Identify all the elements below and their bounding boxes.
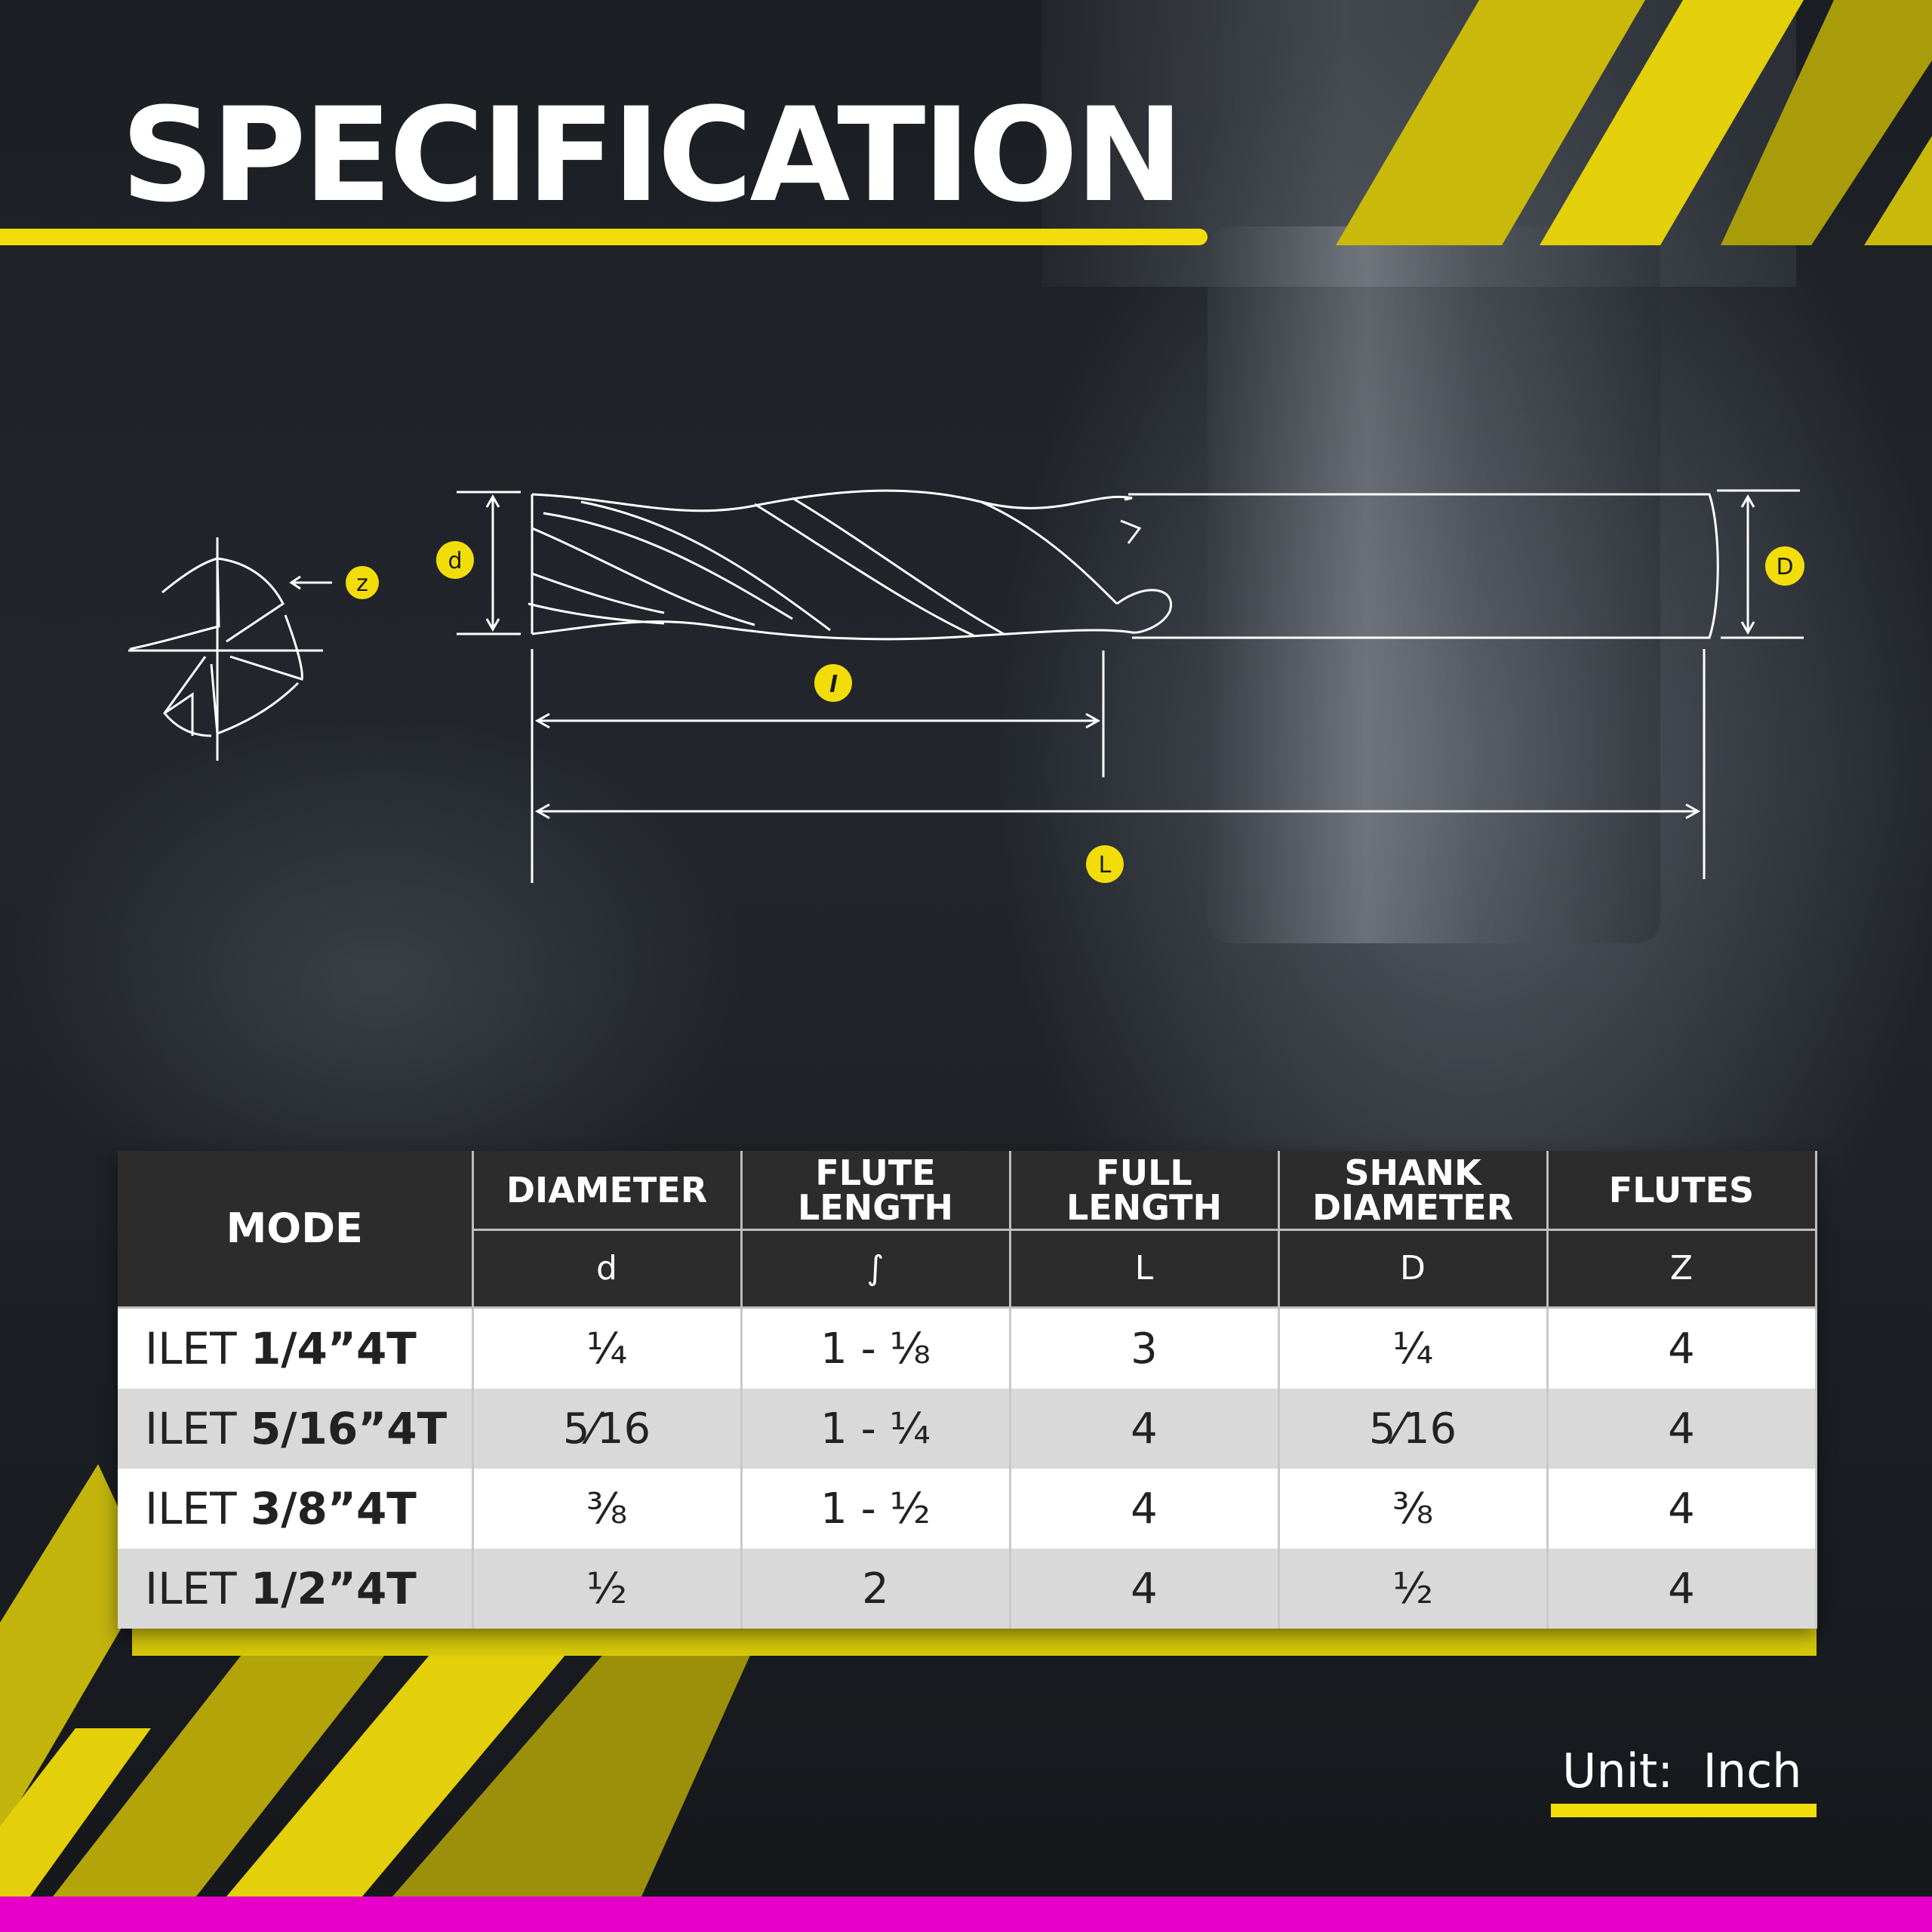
cell-flutes: 4 (1547, 1307, 1817, 1389)
header-full-length-line2: LENGTH (1066, 1186, 1223, 1228)
cell-diameter: 5⁄16 (472, 1389, 743, 1469)
mode-prefix: ILET (145, 1323, 251, 1374)
cell-full-length: 4 (1010, 1549, 1280, 1629)
header-shank-diameter: SHANK DIAMETER (1278, 1151, 1549, 1231)
cell-full-length: 4 (1010, 1469, 1280, 1549)
mode-size: 1/4”4T (250, 1323, 417, 1374)
badge-z: z (346, 566, 379, 599)
symbol-flute-length: ∫ (741, 1229, 1011, 1309)
title-underline (0, 229, 1208, 245)
mode-size: 5/16”4T (250, 1403, 448, 1454)
mode-prefix: ILET (145, 1563, 251, 1614)
badge-L-label: L (1099, 852, 1112, 878)
cell-mode: ILET 1/2”4T (118, 1549, 474, 1629)
unit-label: Unit: Inch (1562, 1743, 1802, 1798)
cell-flute-length: 1 - ¼ (741, 1389, 1011, 1469)
cell-diameter: ½ (472, 1549, 743, 1629)
cell-flutes: 4 (1547, 1389, 1817, 1469)
badge-d: d (436, 541, 474, 579)
machine-spindle (1208, 226, 1660, 943)
cell-mode: ILET 1/4”4T (118, 1307, 474, 1389)
mode-size: 1/2”4T (250, 1563, 417, 1614)
end-view-drawing (128, 537, 323, 761)
mode-prefix: ILET (145, 1403, 251, 1454)
header-shank-line1: SHANK (1344, 1152, 1481, 1193)
mode-prefix: ILET (145, 1483, 251, 1534)
cell-shank: 5⁄16 (1278, 1389, 1549, 1469)
badge-l: l (814, 664, 852, 702)
symbol-full-length: L (1010, 1229, 1280, 1309)
cell-diameter: ⅜ (472, 1469, 743, 1549)
table-row: ILET 1/2”4T ½ 2 4 ½ 4 (118, 1549, 1817, 1629)
badge-D: D (1765, 546, 1804, 586)
badge-z-label: z (356, 571, 368, 597)
spec-table: MODE DIAMETER FLUTE LENGTH FULL LENGTH S… (118, 1151, 1817, 1629)
cell-mode: ILET 5/16”4T (118, 1389, 474, 1469)
header-flute-length-line2: LENGTH (797, 1186, 954, 1228)
header-flute-length-line1: FLUTE (815, 1152, 936, 1193)
table-row: ILET 5/16”4T 5⁄16 1 - ¼ 4 5⁄16 4 (118, 1389, 1817, 1469)
header-shank-line2: DIAMETER (1312, 1186, 1514, 1228)
cell-flutes: 4 (1547, 1469, 1817, 1549)
header-diameter: DIAMETER (472, 1151, 743, 1231)
cell-shank: ½ (1278, 1549, 1549, 1629)
cell-full-length: 4 (1010, 1389, 1280, 1469)
bottom-magenta-band (0, 1897, 1932, 1932)
symbol-shank: D (1278, 1229, 1549, 1309)
unit-underline (1551, 1804, 1817, 1817)
badge-l-label: l (829, 672, 838, 698)
table-row: ILET 3/8”4T ⅜ 1 - ½ 4 ⅜ 4 (118, 1469, 1817, 1549)
cell-flute-length: 1 - ⅛ (741, 1307, 1011, 1389)
badge-L: L (1086, 845, 1124, 883)
cell-diameter: ¼ (472, 1307, 743, 1389)
cell-shank: ¼ (1278, 1307, 1549, 1389)
cell-flute-length: 1 - ½ (741, 1469, 1011, 1549)
header-flutes: FLUTES (1547, 1151, 1817, 1231)
cell-flute-length: 2 (741, 1549, 1011, 1629)
cell-flutes: 4 (1547, 1549, 1817, 1629)
header-full-length: FULL LENGTH (1010, 1151, 1280, 1231)
symbol-flutes: Z (1547, 1229, 1817, 1309)
page-title: SPECIFICATION (121, 79, 1184, 231)
cell-mode: ILET 3/8”4T (118, 1469, 474, 1549)
badge-d-label: d (448, 548, 462, 574)
cell-shank: ⅜ (1278, 1469, 1549, 1549)
header-mode: MODE (118, 1151, 474, 1309)
header-full-length-line1: FULL (1096, 1152, 1192, 1193)
end-mill-outline (528, 489, 1719, 641)
symbol-diameter: d (472, 1229, 743, 1309)
badge-D-label: D (1776, 554, 1793, 580)
mode-size: 3/8”4T (250, 1483, 417, 1534)
end-mill-diagram: z d l L D (128, 489, 1804, 883)
cell-full-length: 3 (1010, 1307, 1280, 1389)
table-row: ILET 1/4”4T ¼ 1 - ⅛ 3 ¼ 4 (118, 1307, 1817, 1389)
header-flute-length: FLUTE LENGTH (741, 1151, 1011, 1231)
